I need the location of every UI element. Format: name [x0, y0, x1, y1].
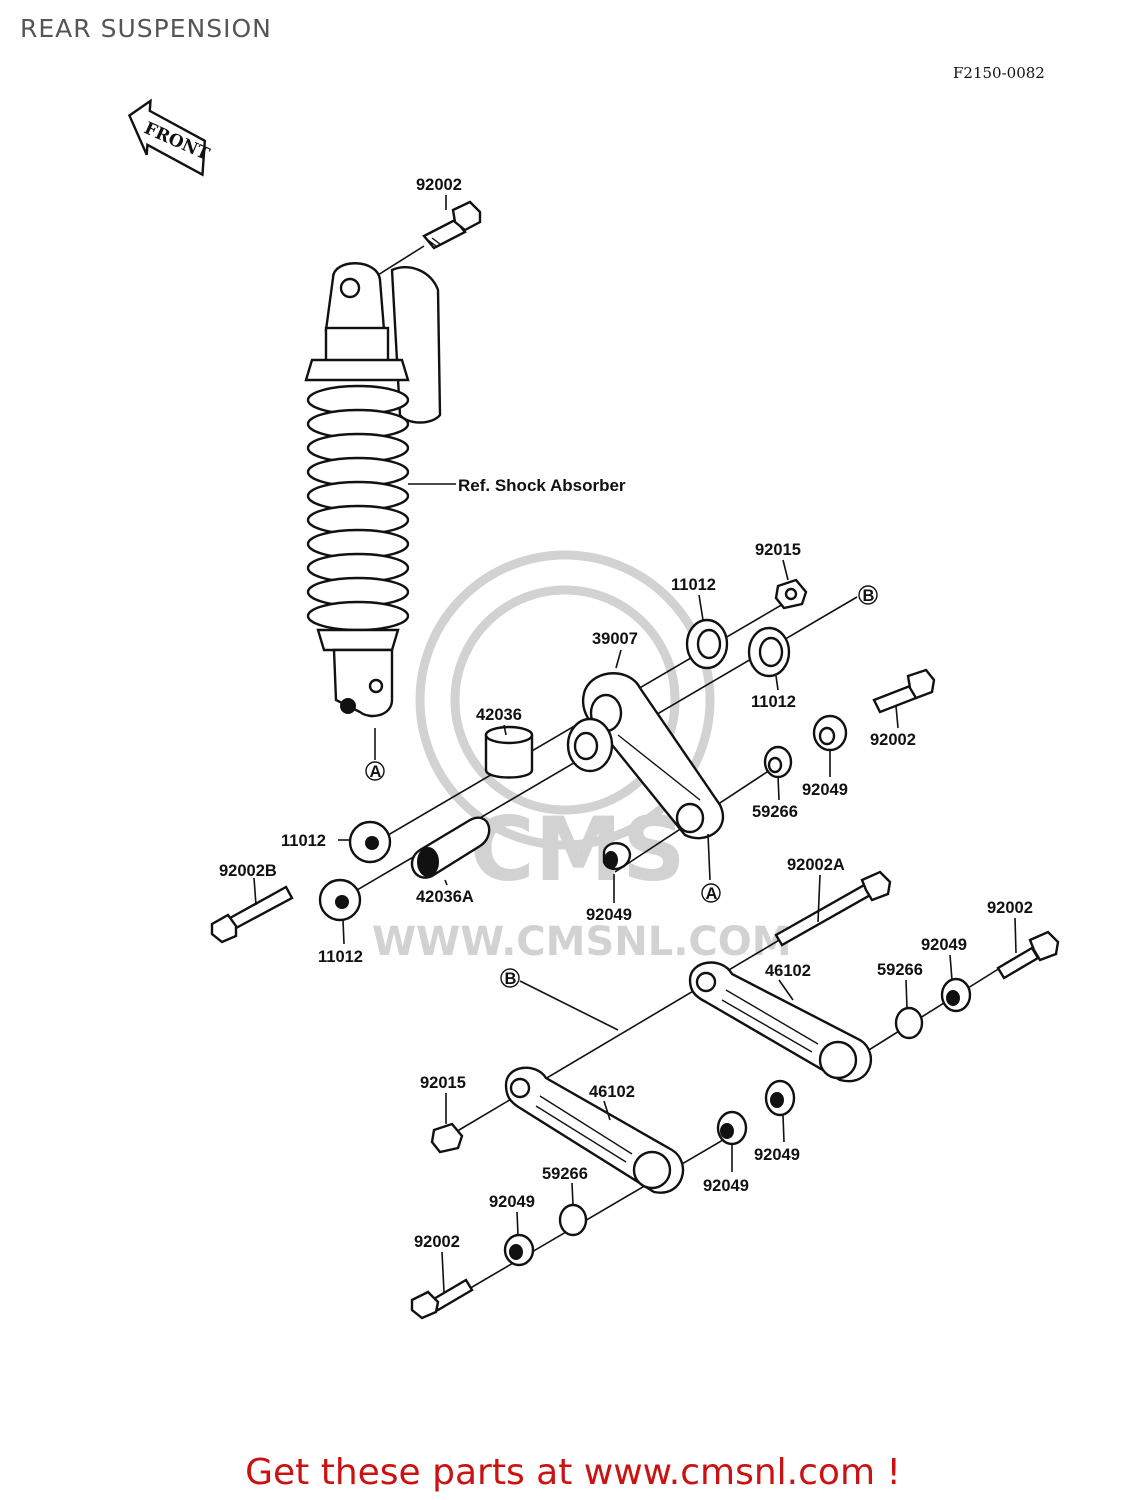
leader-46102-a: [778, 979, 794, 1001]
bearing-11012-a-icon: [685, 618, 729, 670]
callout-92002A: 92002A: [787, 856, 845, 874]
diagram-code: F2150-0082: [953, 64, 1045, 82]
callout-59266-b: 59266: [877, 961, 923, 979]
leader-ref-a-right: [707, 833, 711, 881]
leader-46102-b: [603, 1100, 611, 1121]
leader-92002B: [253, 877, 257, 906]
leader-92002-top-axis: [377, 245, 425, 276]
callout-11012-d: 11012: [318, 948, 363, 966]
callout-39007: 39007: [592, 630, 638, 648]
ref-mark-a-right: A: [701, 883, 721, 903]
leader-92049-c: [949, 954, 953, 981]
callout-11012-c: 11012: [281, 832, 326, 850]
leader-92002-far: [1014, 917, 1017, 954]
callout-92015-top: 92015: [755, 541, 801, 559]
tie-rod-46102-a-icon: [688, 961, 873, 1083]
bolt-92002B-icon: [210, 885, 294, 944]
washer-11012-d-icon: [318, 878, 362, 922]
callout-59266-c: 59266: [542, 1165, 588, 1183]
shock-absorber-icon: [304, 262, 442, 718]
callout-46102-a: 46102: [765, 962, 811, 980]
callout-shock-ref: Ref. Shock Absorber: [458, 476, 626, 495]
nut-92015-top-icon: [774, 578, 808, 610]
callout-92049-c: 92049: [921, 936, 967, 954]
bushing-59266-c-icon: [558, 1203, 588, 1237]
callout-92049-a: 92049: [802, 781, 848, 799]
link-arm-39007-icon: [566, 672, 724, 840]
callout-11012-b: 11012: [751, 693, 796, 711]
leader-42036: [503, 724, 507, 736]
callout-42036A: 42036A: [416, 888, 474, 906]
leader-92002A: [817, 874, 821, 923]
leader-11012-d: [342, 919, 345, 945]
collar-42036A-icon: [410, 816, 491, 879]
bolt-92002-far-icon: [996, 930, 1060, 980]
watermark-logo-inner: [450, 585, 680, 815]
watermark-logo-text: CMS: [470, 798, 686, 901]
nut-92015-low-icon: [430, 1122, 464, 1154]
leader-92002-right: [895, 705, 899, 729]
callout-92002-far: 92002: [987, 899, 1033, 917]
collar-42036-icon: [484, 725, 534, 779]
callout-92002B: 92002B: [219, 862, 277, 880]
leader-92002-bottom: [441, 1251, 445, 1293]
callout-11012-a: 11012: [671, 576, 716, 594]
bushing-59266-b-icon: [894, 1006, 924, 1040]
bolt-92002-bottom-icon: [410, 1278, 474, 1320]
leader-92049-d: [782, 1114, 785, 1143]
tie-rod-46102-b-icon: [504, 1066, 685, 1194]
leader-39007: [615, 649, 622, 669]
axis-lower: [449, 1129, 741, 1301]
callout-92002-top: 92002: [416, 176, 462, 194]
seal-92049-e-icon: [716, 1110, 748, 1146]
callout-92049-e: 92049: [703, 1177, 749, 1195]
leader-42036A: [444, 879, 448, 886]
svg-text:B: B: [863, 587, 875, 605]
leader-92015-top: [782, 559, 789, 581]
footer-banner: Get these parts at www.cmsnl.com !: [245, 1452, 901, 1493]
callout-92049-b: 92049: [586, 906, 632, 924]
callout-92002-right: 92002: [870, 731, 916, 749]
seal-92049-a-icon: [812, 714, 848, 752]
seal-92049-c-icon: [940, 977, 972, 1013]
seal-92049-f-icon: [503, 1233, 535, 1267]
svg-text:A: A: [370, 763, 382, 781]
callout-92049-d: 92049: [754, 1146, 800, 1164]
leader-59266-a: [777, 775, 780, 801]
leader-ref-b-lower: [519, 980, 619, 1031]
leader-59266-b: [905, 979, 908, 1009]
watermark-logo-ring: [415, 550, 715, 850]
svg-text:B: B: [505, 970, 517, 988]
seal-92049-d-icon: [764, 1079, 796, 1117]
leader-11012-b: [775, 675, 779, 691]
washer-11012-c-icon: [348, 820, 392, 864]
ref-mark-b-upper: B: [858, 585, 878, 605]
svg-text:A: A: [706, 885, 718, 903]
seal-92049-b-icon: [602, 842, 632, 871]
page-title: REAR SUSPENSION: [20, 14, 272, 43]
ref-mark-b-lower: B: [500, 968, 520, 988]
callout-59266-a: 59266: [752, 803, 798, 821]
leader-92049-f: [516, 1211, 519, 1236]
bearing-11012-b-icon: [747, 626, 791, 678]
ref-mark-a-left: A: [365, 761, 385, 781]
callout-92015-low: 92015: [420, 1074, 466, 1092]
callout-46102-b: 46102: [589, 1083, 635, 1101]
bolt-92002-top-icon: [422, 200, 482, 250]
callout-92002-bottom: 92002: [414, 1233, 460, 1251]
bushing-59266-a-icon: [763, 745, 793, 779]
leader-59266-c: [571, 1182, 574, 1206]
watermark-url: WWW.CMSNL.COM: [372, 919, 792, 965]
bolt-92002A-icon: [774, 870, 892, 947]
callout-42036: 42036: [476, 706, 522, 724]
bolt-92002-right-icon: [872, 668, 936, 714]
leader-11012-a: [698, 594, 704, 621]
front-arrow-icon: FRONT: [127, 98, 213, 177]
callout-92049-f: 92049: [489, 1193, 535, 1211]
